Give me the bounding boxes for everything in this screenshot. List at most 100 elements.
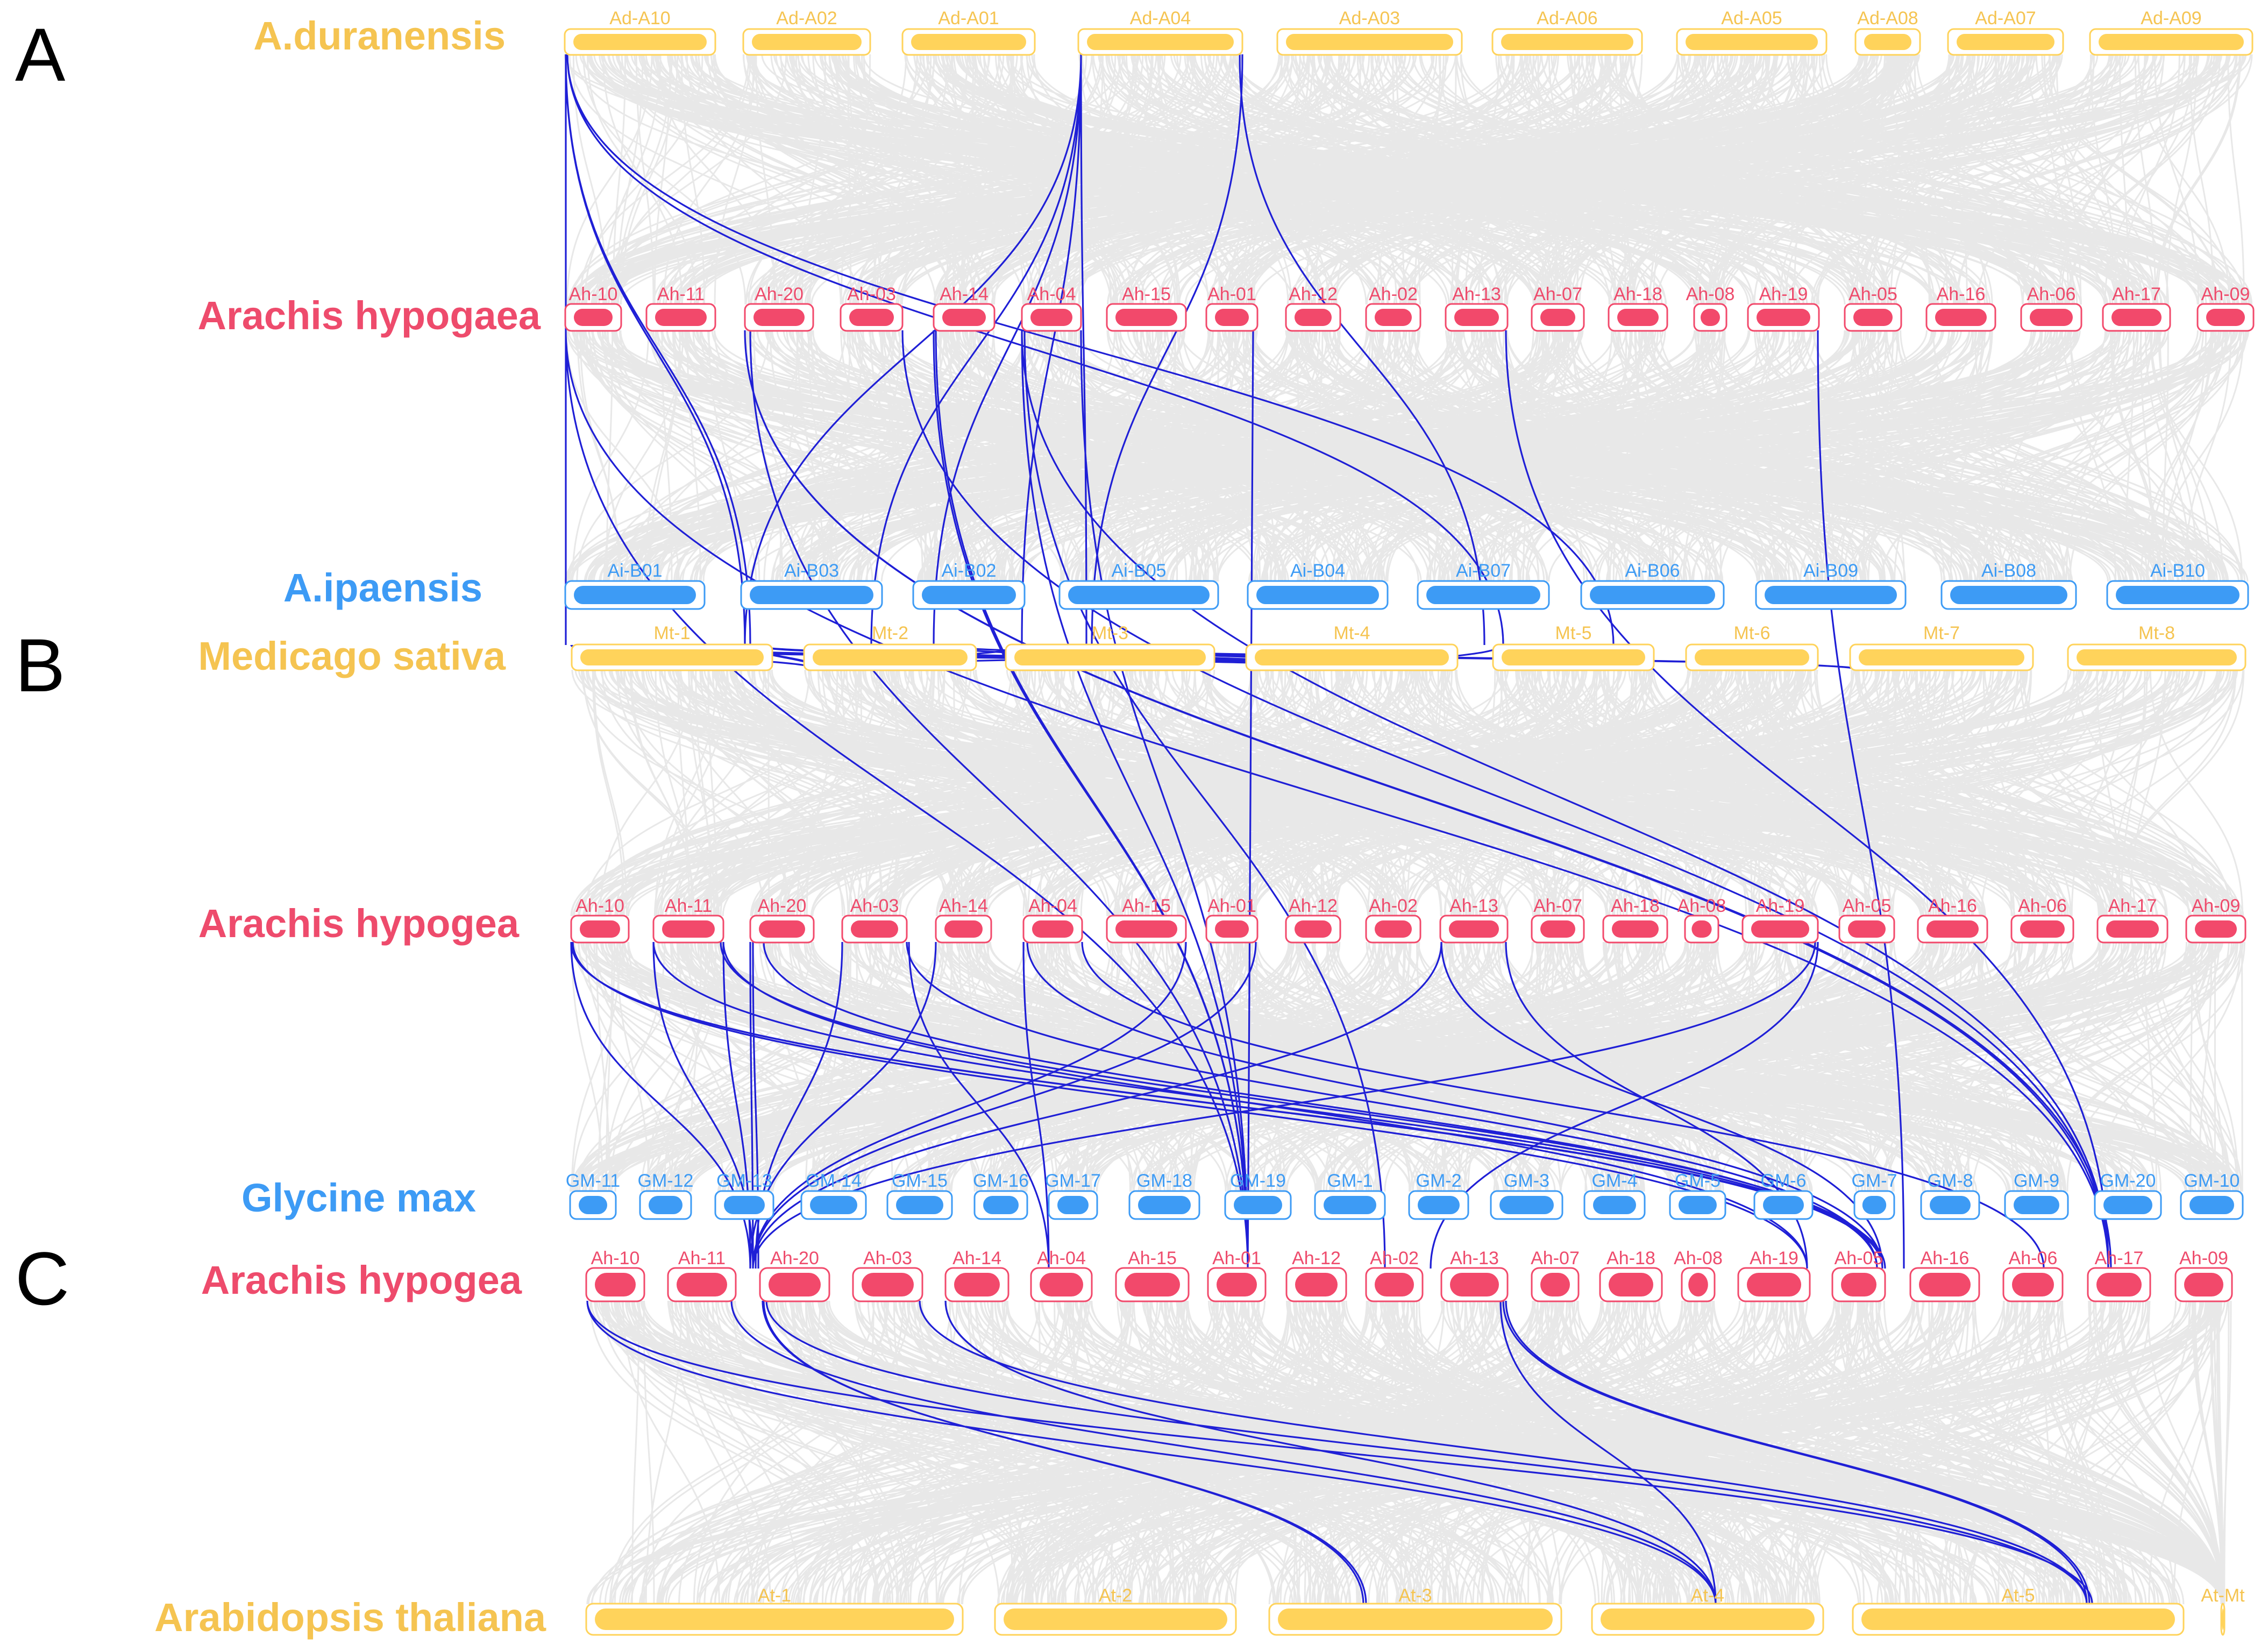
chromosome: Ah-11 — [645, 284, 716, 332]
chromosome: GM-11 — [566, 1171, 620, 1220]
chromosome: Ad-A09 — [2089, 8, 2253, 56]
chromosome: Ah-03 — [840, 284, 904, 332]
chromosome: Ah-19 — [1747, 284, 1820, 332]
species-label-a-top: A.duranensis — [253, 13, 506, 58]
chromosome-label: Ad-A08 — [1857, 8, 1918, 29]
chromosome: Ah-10 — [564, 284, 622, 332]
chromosome: Ah-04 — [1022, 896, 1083, 944]
chromosome-bar — [1617, 309, 1659, 326]
chromosome-bar — [1853, 309, 1893, 326]
chromosome: GM-20 — [2094, 1171, 2162, 1220]
chromosome-bar — [1418, 1196, 1460, 1214]
chromosome-bar — [1215, 920, 1249, 938]
chromosome-label: At-2 — [1099, 1585, 1132, 1606]
chromosome: Ah-13 — [1439, 896, 1509, 944]
chromosome-label: Ah-15 — [1122, 896, 1171, 916]
chromosome: GM-13 — [714, 1171, 774, 1220]
chromosome-bar — [2189, 1196, 2234, 1214]
chromosome-label: At-1 — [758, 1585, 791, 1606]
grey-link-bundle — [564, 54, 2253, 305]
chromosome: Ah-05 — [1844, 284, 1902, 332]
chromosome: Ad-A05 — [1676, 8, 1828, 56]
chromosome-label: Ad-A03 — [1339, 8, 1400, 29]
chromosome-label: Ah-07 — [1533, 284, 1582, 304]
chromosome-bar — [1068, 586, 1210, 604]
chromosome: Ah-07 — [1531, 284, 1585, 332]
chromosome-bar — [2222, 1609, 2224, 1630]
chromosome: Ah-15 — [1106, 896, 1187, 944]
chromosome-bar — [1375, 920, 1412, 938]
chromosome: Ah-17 — [2096, 896, 2169, 944]
chromosome-bar — [1014, 649, 1206, 665]
chromosome-label: Ah-09 — [2192, 896, 2241, 916]
chromosome-bar — [1859, 649, 2024, 665]
chromosome-bar — [649, 1196, 682, 1214]
chromosome-bar — [1757, 309, 1810, 326]
chromosome-label: GM-17 — [1045, 1171, 1101, 1191]
chromosome-bar — [1688, 1273, 1708, 1296]
chromosome: At-4 — [1591, 1585, 1824, 1636]
chromosome: Ah-01 — [1205, 896, 1259, 944]
chromosome: At-5 — [1852, 1585, 2185, 1636]
chromosome-label: GM-2 — [1416, 1171, 1462, 1191]
chromosome-bar — [1030, 309, 1072, 326]
chromosome-label: GM-20 — [2100, 1171, 2156, 1191]
chromosome-label: Ah-04 — [1027, 284, 1076, 304]
chromosome: Ah-11 — [667, 1248, 737, 1302]
chromosome-bar — [1255, 649, 1449, 665]
chromosome-bar — [942, 309, 986, 326]
chromosome-label: Ah-17 — [2108, 896, 2157, 916]
species-label-b-bottom: Glycine max — [241, 1175, 476, 1220]
chromosome-label: Ah-10 — [591, 1248, 640, 1269]
chromosome-bar — [1848, 920, 1886, 938]
chromosome-bar — [1957, 34, 2054, 50]
chromosome-bar — [911, 34, 1026, 50]
chromosome: GM-6 — [1753, 1171, 1814, 1220]
chromosome: Mt-8 — [2067, 623, 2246, 671]
chromosome-label: GM-10 — [2184, 1171, 2240, 1191]
chromosome-label: Ad-A09 — [2141, 8, 2201, 29]
chromosome: Ai-B03 — [740, 561, 883, 610]
chromosome-label: Ah-14 — [952, 1248, 1001, 1269]
chromosome-bar — [580, 920, 620, 938]
chromosome-bar — [862, 1273, 914, 1296]
chromosome-bar — [1747, 1273, 1801, 1296]
chromosome-bar — [1765, 586, 1897, 604]
chromosome: Ah-09 — [2174, 1248, 2233, 1302]
chromosome: Ah-19 — [1737, 1248, 1811, 1302]
chromosome-label: Ah-20 — [755, 284, 804, 304]
chromosome-label: GM-7 — [1852, 1171, 1897, 1191]
chromosome-label: GM-8 — [1928, 1171, 1973, 1191]
chromosome: Ai-B07 — [1417, 561, 1550, 610]
chromosome: At-Mt — [2201, 1585, 2245, 1636]
chromosome: Mt-4 — [1245, 623, 1459, 671]
chromosome-bar — [1125, 1273, 1180, 1296]
chromosome-label: Ah-09 — [2179, 1248, 2228, 1269]
chromosome: At-2 — [994, 1585, 1237, 1636]
chromosome-bar — [1701, 309, 1720, 326]
chromosome: Mt-7 — [1849, 623, 2034, 671]
chromosome-label: Ah-10 — [569, 284, 618, 304]
chromosome-label: Ah-15 — [1128, 1248, 1177, 1269]
chromosome: Ad-A07 — [1947, 8, 2064, 56]
chromosome-bar — [1935, 309, 1987, 326]
chromosome-bar — [1540, 1273, 1570, 1296]
chromosome: Ah-07 — [1531, 1248, 1580, 1302]
chromosome: Ai-B04 — [1247, 561, 1389, 610]
grey-link-bundle — [570, 669, 2245, 917]
chromosome-label: Ah-14 — [939, 896, 988, 916]
chromosome-bar — [1864, 34, 1911, 50]
chromosome: GM-12 — [638, 1171, 693, 1220]
chromosome-label: Ah-16 — [1928, 896, 1977, 916]
chromosome-bar — [759, 920, 805, 938]
chromosome-label: GM-16 — [973, 1171, 1029, 1191]
chromosome-label: At-5 — [2001, 1585, 2035, 1606]
chromosome-bar — [1286, 34, 1453, 50]
chromosome-label: Ah-18 — [1611, 896, 1660, 916]
grey-link-bundle — [586, 1300, 2232, 1605]
chromosome: Ah-14 — [935, 896, 992, 944]
chromosome-bar — [1601, 1609, 1815, 1630]
